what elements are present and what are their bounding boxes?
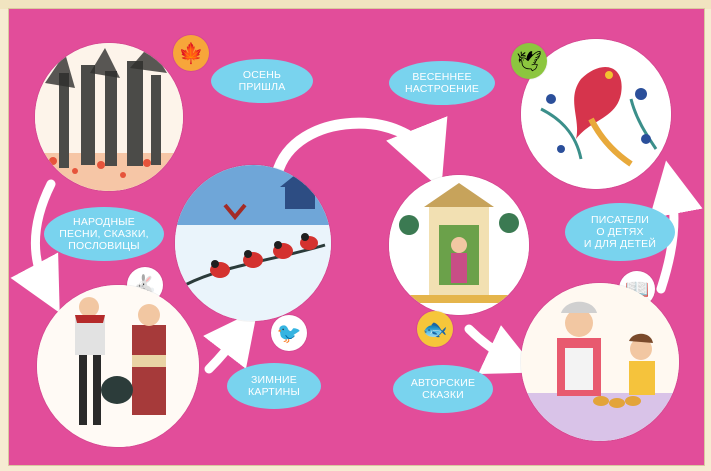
- winter-bullfinches-illustration: [175, 165, 331, 321]
- pill-spring[interactable]: ВЕСЕННЕЕ НАСТРОЕНИЕ: [389, 61, 495, 105]
- palace-tale-illustration: [389, 175, 529, 315]
- pill-folk[interactable]: НАРОДНЫЕ ПЕСНИ, СКАЗКИ, ПОСЛОВИЦЫ: [44, 207, 164, 261]
- top-strip: [0, 0, 711, 9]
- pill-winter[interactable]: ЗИМНИЕ КАРТИНЫ: [227, 363, 321, 409]
- pill-writers[interactable]: ПИСАТЕЛИ О ДЕТЯХ И ДЛЯ ДЕТЕЙ: [565, 203, 675, 261]
- folk-couple-illustration: [37, 285, 199, 447]
- autumn-forest-illustration: [35, 43, 183, 191]
- leaf-icon: 🍁: [173, 35, 209, 71]
- bird-icon: 🕊: [511, 43, 547, 79]
- arrow-folk-to-winter: [203, 309, 258, 374]
- arrow-winter-to-authors: [271, 116, 448, 190]
- bullfinch-icon: 🐦: [271, 315, 307, 351]
- pill-authors[interactable]: АВТОРСКИЕ СКАЗКИ: [393, 365, 493, 413]
- golden-fish-icon: 🐟: [417, 311, 453, 347]
- grandmother-boy-illustration: [521, 283, 679, 441]
- arrow-authors-to-writers: [464, 324, 539, 375]
- illustration-sheet: 🍁 ОСЕНЬ ПРИШЛА 🕊 ВЕСЕННЕЕ НАСТРОЕНИЕ: [9, 9, 704, 465]
- pill-autumn[interactable]: ОСЕНЬ ПРИШЛА: [211, 59, 313, 103]
- arrow-autumn-to-folk: [10, 179, 60, 313]
